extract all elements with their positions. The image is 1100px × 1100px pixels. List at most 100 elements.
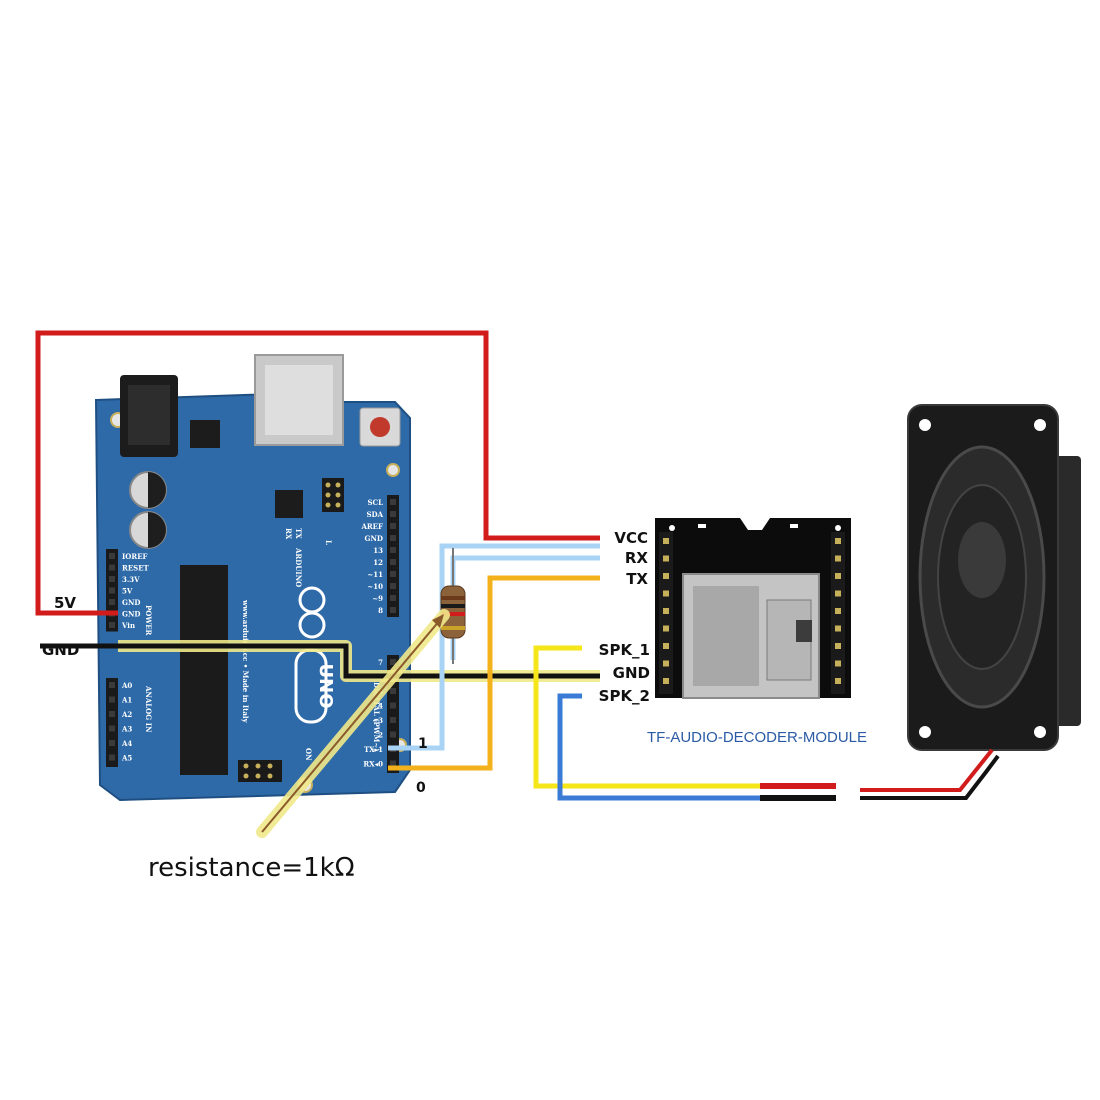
- power-section-label: POWER: [144, 605, 153, 636]
- pin-label: 8: [378, 606, 383, 615]
- module-header-pin: [835, 660, 841, 667]
- module-header-pin: [835, 608, 841, 614]
- header-pin: [390, 702, 396, 709]
- module-header-pin: [663, 538, 669, 544]
- module-header-pin: [663, 573, 669, 579]
- wires: [35, 330, 836, 801]
- header-pin: [390, 717, 396, 723]
- resistor-band-2: [441, 604, 465, 608]
- pin-label: 7: [378, 658, 383, 667]
- module-led-2: [835, 525, 841, 531]
- annotation-line: [261, 619, 441, 833]
- arduino-uno-board: UNO ARDUINO www.arduino.cc • Made in Ita…: [94, 354, 411, 802]
- speaker-screw-hole-3: [919, 726, 931, 738]
- pin-label: RX◂0: [363, 760, 383, 769]
- pin-label: SCL: [367, 498, 383, 507]
- header-pin: [109, 740, 115, 746]
- header-pin: [390, 523, 396, 529]
- speaker-screw-hole-1: [919, 419, 931, 431]
- mount-hole-2: [386, 463, 400, 477]
- header-pin: [390, 659, 396, 665]
- module-header-pin: [663, 678, 669, 684]
- module-header-pin: [663, 643, 669, 649]
- speaker: [860, 404, 1081, 800]
- header-strip: [106, 678, 118, 767]
- header-pin: [109, 725, 115, 732]
- header-pin: [390, 731, 396, 738]
- l-led-label: L: [324, 540, 333, 545]
- pin-label: 3.3V: [122, 575, 140, 584]
- header-pin: [390, 535, 396, 541]
- pin-label: ~3: [372, 716, 383, 725]
- label-pin-0: 0: [416, 780, 426, 796]
- pin-label: GND: [122, 598, 140, 607]
- module-pin-rx: RX: [625, 549, 649, 567]
- header-pin: [109, 564, 115, 571]
- module-header-pin: [835, 643, 841, 649]
- wire-spk2: [557, 693, 760, 801]
- pin-label: A0: [121, 681, 132, 690]
- brand-label: ARDUINO: [294, 547, 303, 587]
- header-pin: [109, 587, 115, 594]
- module-led-1: [669, 525, 675, 531]
- module-header-pin: [663, 555, 669, 562]
- label-5v: 5V: [54, 594, 76, 612]
- pin-label: AREF: [360, 522, 383, 531]
- wire-gnd: [40, 643, 600, 679]
- usb-connector-inner: [265, 365, 333, 435]
- wire-tx1-to-rx-a: [388, 543, 600, 751]
- module-right-header: [831, 532, 845, 694]
- header-pin: [390, 571, 396, 577]
- speaker-dust-cap: [958, 522, 1006, 598]
- module-caption: TF-AUDIO-DECODER-MODULE: [647, 729, 867, 746]
- pin-label: GND: [365, 534, 383, 543]
- module-header-pin: [663, 590, 669, 597]
- header-pin: [390, 595, 396, 601]
- capacitor-1-band: [148, 472, 166, 508]
- pin-label: RESET: [122, 564, 150, 573]
- speaker-lead-black: [860, 754, 1000, 800]
- power-jack-inner: [128, 385, 170, 445]
- header-pin: [390, 583, 396, 589]
- pin-label: ~11: [367, 570, 383, 579]
- module-header-pin: [663, 608, 669, 614]
- resistor-band-3: [441, 612, 465, 616]
- pin-label: 4: [378, 702, 383, 711]
- wire-rx0-to-tx: [388, 575, 600, 771]
- module-pin-vcc: VCC: [614, 529, 648, 547]
- module-smd-1: [698, 524, 706, 528]
- header-pin: [109, 622, 115, 628]
- header-pin: [390, 499, 396, 505]
- resistor-band-1: [441, 596, 465, 600]
- pin-label: A5: [121, 754, 132, 763]
- pin-label: A1: [121, 696, 132, 705]
- pin-label: ~10: [367, 582, 383, 591]
- annotation-arrowhead: [432, 614, 444, 628]
- speaker-screw-hole-4: [1034, 726, 1046, 738]
- header-pin: [109, 599, 115, 605]
- module-pin-tx: TX: [626, 570, 648, 588]
- speaker-screw-hole-2: [1034, 419, 1046, 431]
- pin-label: A2: [121, 710, 132, 719]
- voltage-regulator: [190, 420, 220, 448]
- wire-rx-b: [450, 555, 600, 660]
- sd-card-slot-inner: [693, 586, 759, 686]
- module-header-pin: [835, 573, 841, 579]
- pin-label: 13: [373, 546, 383, 555]
- pin-label: 12: [373, 558, 383, 567]
- header-pin: [390, 688, 396, 694]
- module-header-pin: [835, 625, 841, 632]
- header-pin: [109, 711, 115, 717]
- pin-label: GND: [122, 610, 140, 619]
- pin-label: ~9: [372, 594, 383, 603]
- module-header-pin: [663, 660, 669, 667]
- atmega-chip: [180, 565, 228, 775]
- pin-label: TX▸1: [364, 745, 383, 754]
- module-pin-spk2: SPK_2: [599, 687, 650, 705]
- wire-spk1: [533, 645, 760, 789]
- digital-section-label: DIGITAL (PWM~): [372, 682, 381, 752]
- module-pin-gnd: GND: [613, 664, 650, 682]
- header-pin: [109, 696, 115, 703]
